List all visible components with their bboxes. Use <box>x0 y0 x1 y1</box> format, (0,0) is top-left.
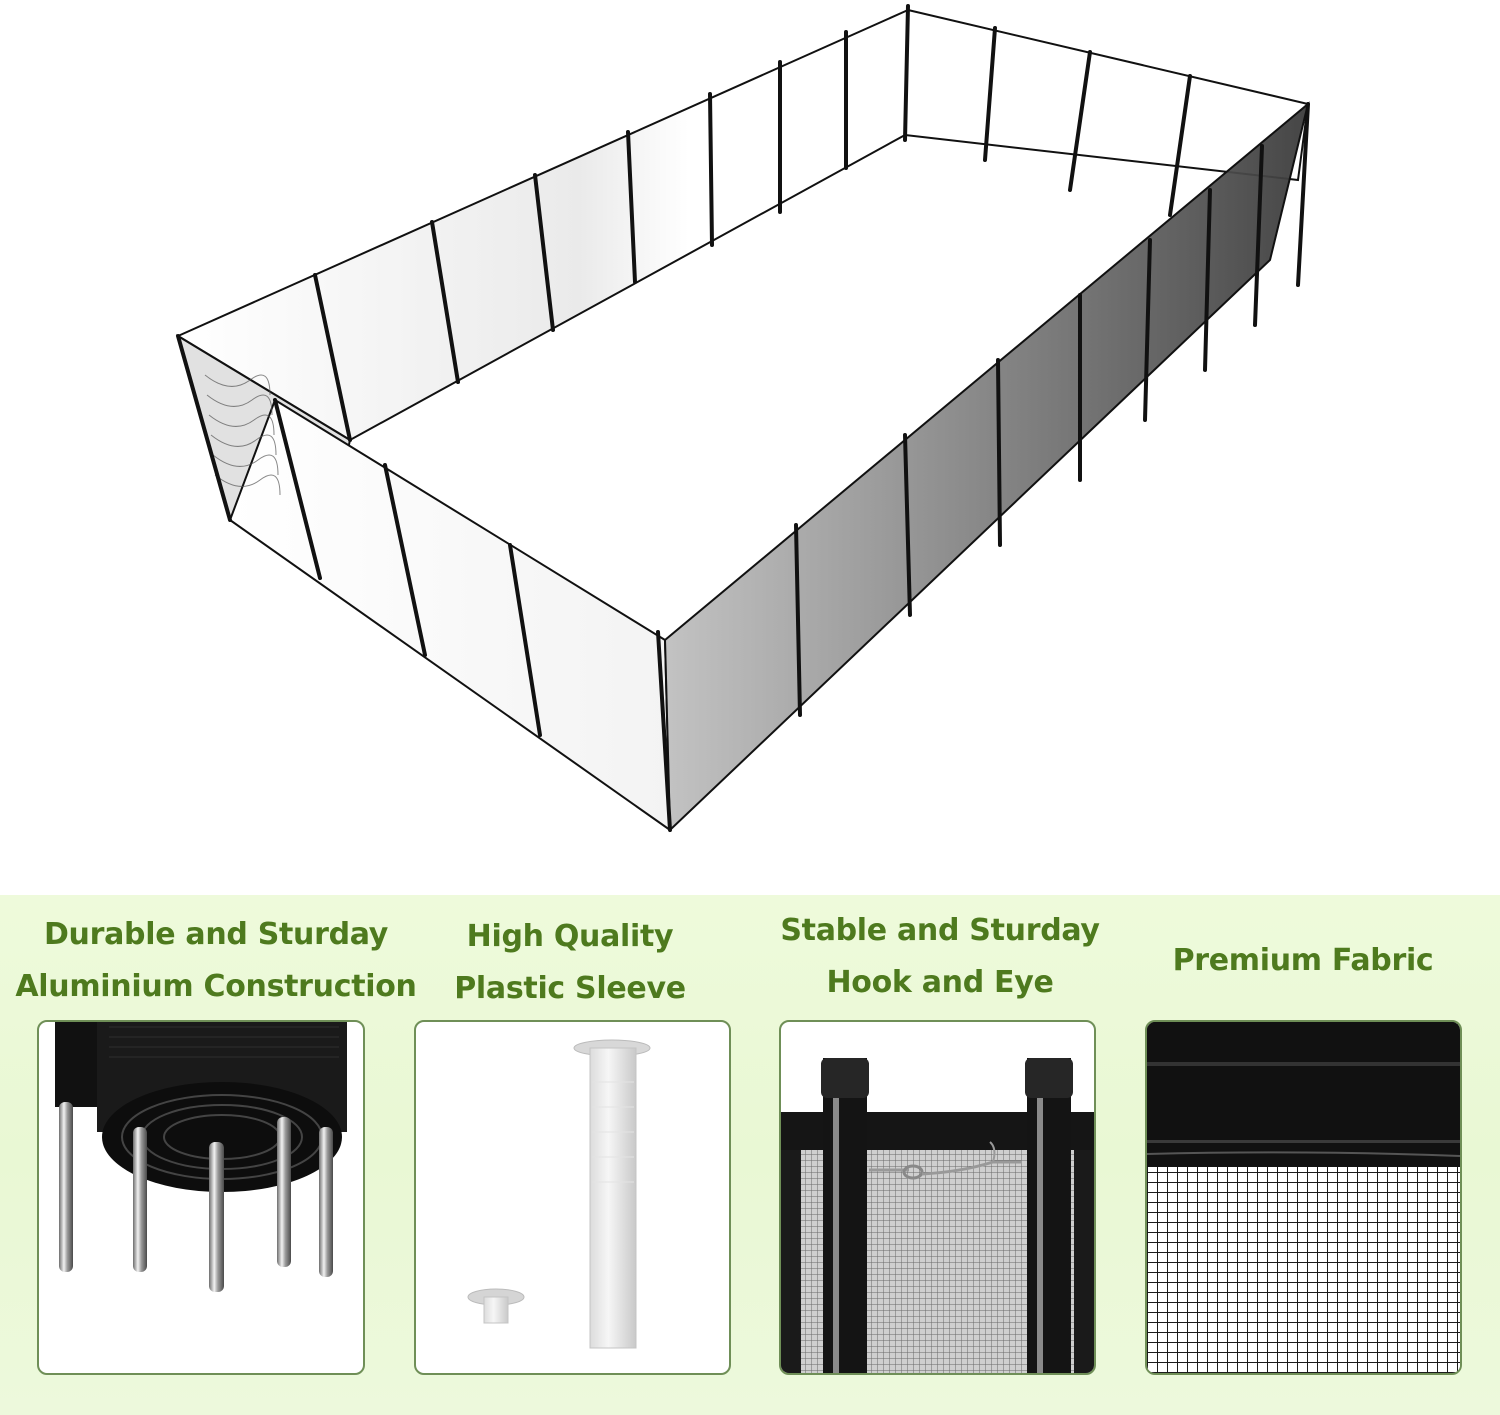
feature-title-line: Hook and Eye <box>826 965 1054 1000</box>
feature-image-plastic-sleeve <box>414 1020 731 1375</box>
feature-image-aluminium-poles <box>37 1020 365 1375</box>
feature-title-line: Aluminium Construction <box>15 969 417 1004</box>
fence-post <box>273 398 322 580</box>
fence-post <box>626 130 637 284</box>
fence-post <box>176 334 232 522</box>
feature-title-line: Stable and Sturday <box>780 913 1100 948</box>
hero-fence-image <box>175 4 1310 833</box>
fence-post <box>430 220 460 384</box>
fence-wall-back-left <box>175 8 910 442</box>
feature-image-premium-fabric <box>1145 1020 1462 1375</box>
fence-illustration <box>175 4 1310 833</box>
feature-title-aluminium: Durable and Sturday Aluminium Constructi… <box>0 909 432 1013</box>
fence-post <box>533 173 555 332</box>
fence-post <box>1253 144 1264 327</box>
feature-title-line: Durable and Sturday <box>43 917 389 952</box>
fence-post <box>656 630 672 832</box>
feature-image-hook-and-eye <box>779 1020 1096 1375</box>
fence-post <box>996 358 1002 547</box>
fence-post <box>313 273 352 442</box>
fence-post <box>508 543 542 737</box>
fence-post <box>1203 188 1212 372</box>
fence-post <box>794 523 802 717</box>
feature-title-line: Plastic Sleeve <box>454 971 686 1006</box>
feature-title-hook-and-eye: Stable and Sturday Hook and Eye <box>770 905 1110 1009</box>
fence-wall-front-left <box>228 398 672 832</box>
fence-post <box>903 4 910 142</box>
fence-post <box>1296 102 1310 287</box>
feature-title-plastic-sleeve: High Quality Plastic Sleeve <box>410 911 730 1015</box>
fence-post <box>983 26 997 162</box>
feature-title-premium-fabric: Premium Fabric <box>1140 935 1466 987</box>
fence-post <box>383 463 427 657</box>
fence-post <box>1143 238 1152 422</box>
feature-title-line: Premium Fabric <box>1172 943 1434 978</box>
fence-post <box>903 433 912 617</box>
fence-post <box>1068 50 1092 192</box>
fence-post <box>708 92 714 247</box>
feature-title-line: High Quality <box>466 919 674 954</box>
fence-post <box>1168 74 1192 217</box>
features-panel: Durable and Sturday Aluminium Constructi… <box>0 895 1500 1415</box>
